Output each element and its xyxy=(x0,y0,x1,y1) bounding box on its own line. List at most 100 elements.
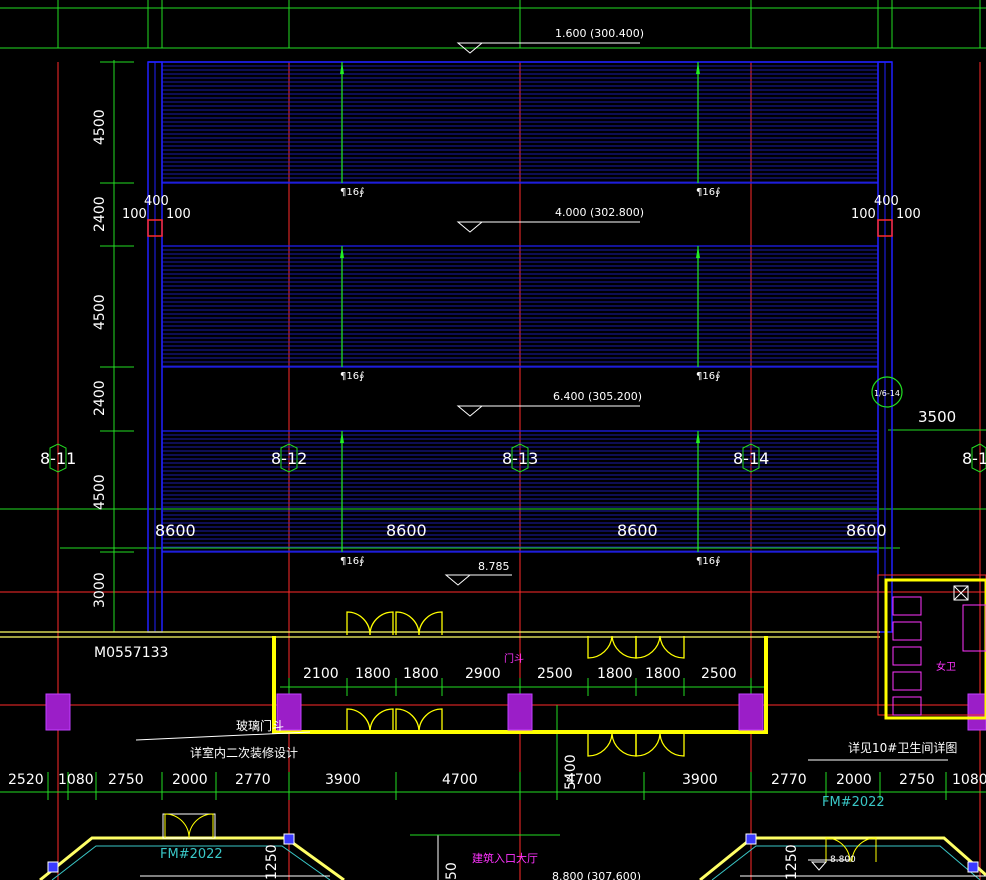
axis-bubble: 8-1 xyxy=(962,443,986,473)
vertical-dims: 4500 2400 4500 2400 4500 3000 xyxy=(92,109,108,608)
door-dim: 2100 xyxy=(303,666,339,682)
vdim-5: 4500 xyxy=(92,474,108,510)
entrance-canopy: FM#2022 FM#2022 1250 1250 50 建筑入口大厅 8.80… xyxy=(39,795,986,880)
span-dim: 8600 xyxy=(386,521,427,540)
bottom-dims: 2520 1080 2750 2000 2770 3900 4700 4700 … xyxy=(8,754,986,790)
rebar-label: ¶16∮ xyxy=(340,371,364,382)
bottom-dim: 2750 xyxy=(108,772,144,788)
axis-bubble: 8-11 xyxy=(40,443,76,473)
notes: 玻璃门斗 详室内二次装修设计 详见10#卫生间详图 xyxy=(135,718,957,761)
detail-callout-label: 1/6-14 xyxy=(874,389,900,398)
level-label: 4.000 (302.800) xyxy=(555,206,644,219)
dim-5400: 5400 xyxy=(563,754,579,790)
note-glass: 玻璃门斗 xyxy=(236,718,284,733)
axis-label: 8-1 xyxy=(962,449,986,468)
doors xyxy=(346,611,685,757)
door-dim: 2500 xyxy=(537,666,573,682)
gap-dims: 100 400 100 100 400 100 xyxy=(122,194,921,222)
note-interior: 详室内二次装修设计 xyxy=(190,745,298,760)
bottom-dim: 2750 xyxy=(899,772,935,788)
door-dims: 2100 1800 1800 2900 2500 1800 1800 2500 … xyxy=(303,652,737,682)
door-tag: 门斗 xyxy=(504,652,524,665)
level-small: 8.800 xyxy=(830,855,856,865)
level-label: 8.785 xyxy=(478,560,510,573)
bottom-dim: 1080 xyxy=(58,772,94,788)
door-dim: 1800 xyxy=(645,666,681,682)
span-dims: 8600 8600 8600 8600 xyxy=(155,521,887,540)
rebar-marker: ¶16∮ xyxy=(340,62,364,198)
columns xyxy=(45,693,986,731)
axis-bubble: 8-12 xyxy=(271,443,307,473)
rebar-marker: ¶16∮ xyxy=(696,62,720,198)
vdim-3: 4500 xyxy=(92,294,108,330)
detail-callout: 1/6-14 3500 xyxy=(871,376,956,426)
bottom-dim: 4700 xyxy=(566,772,602,788)
bottom-dim: 2000 xyxy=(836,772,872,788)
level-label: 6.400 (305.200) xyxy=(553,390,642,403)
axis-bubbles: 8-11 8-12 8-13 8-14 8-1 xyxy=(40,443,986,473)
bottom-dim: 4700 xyxy=(442,772,478,788)
level-bottom: 8.800 (307.600) xyxy=(552,870,641,880)
level-marker-3: 6.400 (305.200) xyxy=(456,390,642,417)
rebar-label: ¶16∮ xyxy=(340,187,364,198)
door-dim: 1800 xyxy=(403,666,439,682)
bottom-dim: 2000 xyxy=(172,772,208,788)
level-marker-1: 1.600 (300.400) xyxy=(456,27,644,54)
toilet-block: 女卫 xyxy=(877,574,986,720)
door-dim: 2500 xyxy=(701,666,737,682)
level-label: 1.600 (300.400) xyxy=(555,27,644,40)
gap-markers xyxy=(147,219,893,237)
note-toilet: 详见10#卫生间详图 xyxy=(848,740,957,755)
rebar-marker: ¶16∮ xyxy=(696,431,720,567)
level-marker-4: 8.785 xyxy=(444,560,512,586)
rebar-marker: ¶16∮ xyxy=(340,431,364,567)
door-dim: 1800 xyxy=(597,666,633,682)
bottom-dim: 2770 xyxy=(235,772,271,788)
vdim-6: 3000 xyxy=(92,572,108,608)
dim-3500: 3500 xyxy=(918,408,956,426)
bottom-dim: 3900 xyxy=(682,772,718,788)
span-dim: 8600 xyxy=(155,521,196,540)
deck-slab xyxy=(161,245,879,368)
axis-label: 8-14 xyxy=(733,449,769,468)
span-dim: 8600 xyxy=(846,521,887,540)
bottom-dim: 3900 xyxy=(325,772,361,788)
gap-dim-right-c: 100 xyxy=(896,207,921,222)
gap-dim-left-a: 100 xyxy=(122,207,147,222)
door-dim: 1800 xyxy=(355,666,391,682)
axis-label: 8-11 xyxy=(40,449,76,468)
vdim-1: 4500 xyxy=(92,109,108,145)
dim-1250b: 1250 xyxy=(784,844,800,880)
vdim-4: 2400 xyxy=(92,380,108,416)
rebar-label: ¶16∮ xyxy=(340,556,364,567)
rebar-label: ¶16∮ xyxy=(696,371,720,382)
rebar-markers: ¶16∮ ¶16∮ ¶16∮ ¶16∮ ¶16∮ ¶16∮ xyxy=(340,62,720,567)
hall-label: 建筑入口大厅 xyxy=(472,851,538,865)
axis-bubble: 8-14 xyxy=(733,443,769,473)
deck-slab xyxy=(161,61,879,184)
bottom-dim: 1080 xyxy=(952,772,986,788)
axis-bubble: 8-13 xyxy=(502,443,538,473)
toilet-tag: 女卫 xyxy=(936,660,956,673)
rebar-label: ¶16∮ xyxy=(696,556,720,567)
bottom-dim: 2520 xyxy=(8,772,44,788)
fm-tag-2: FM#2022 xyxy=(822,795,885,810)
level-marker-2: 4.000 (302.800) xyxy=(456,206,644,233)
exterior-wall xyxy=(0,631,880,734)
axis-label: 8-12 xyxy=(271,449,307,468)
fm-tag-1: FM#2022 xyxy=(160,847,223,862)
span-dim: 8600 xyxy=(617,521,658,540)
rebar-marker: ¶16∮ xyxy=(696,246,720,382)
rebar-label: ¶16∮ xyxy=(696,187,720,198)
door-tag-m: M0557133 xyxy=(94,645,168,661)
dim-50: 50 xyxy=(444,862,460,880)
gap-dim-left-b: 400 xyxy=(144,194,169,209)
vdim-2: 2400 xyxy=(92,196,108,232)
gap-dim-left-c: 100 xyxy=(166,207,191,222)
gap-dim-right-a: 100 xyxy=(851,207,876,222)
axis-label: 8-13 xyxy=(502,449,538,468)
door-dim: 2900 xyxy=(465,666,501,682)
rebar-marker: ¶16∮ xyxy=(340,246,364,382)
